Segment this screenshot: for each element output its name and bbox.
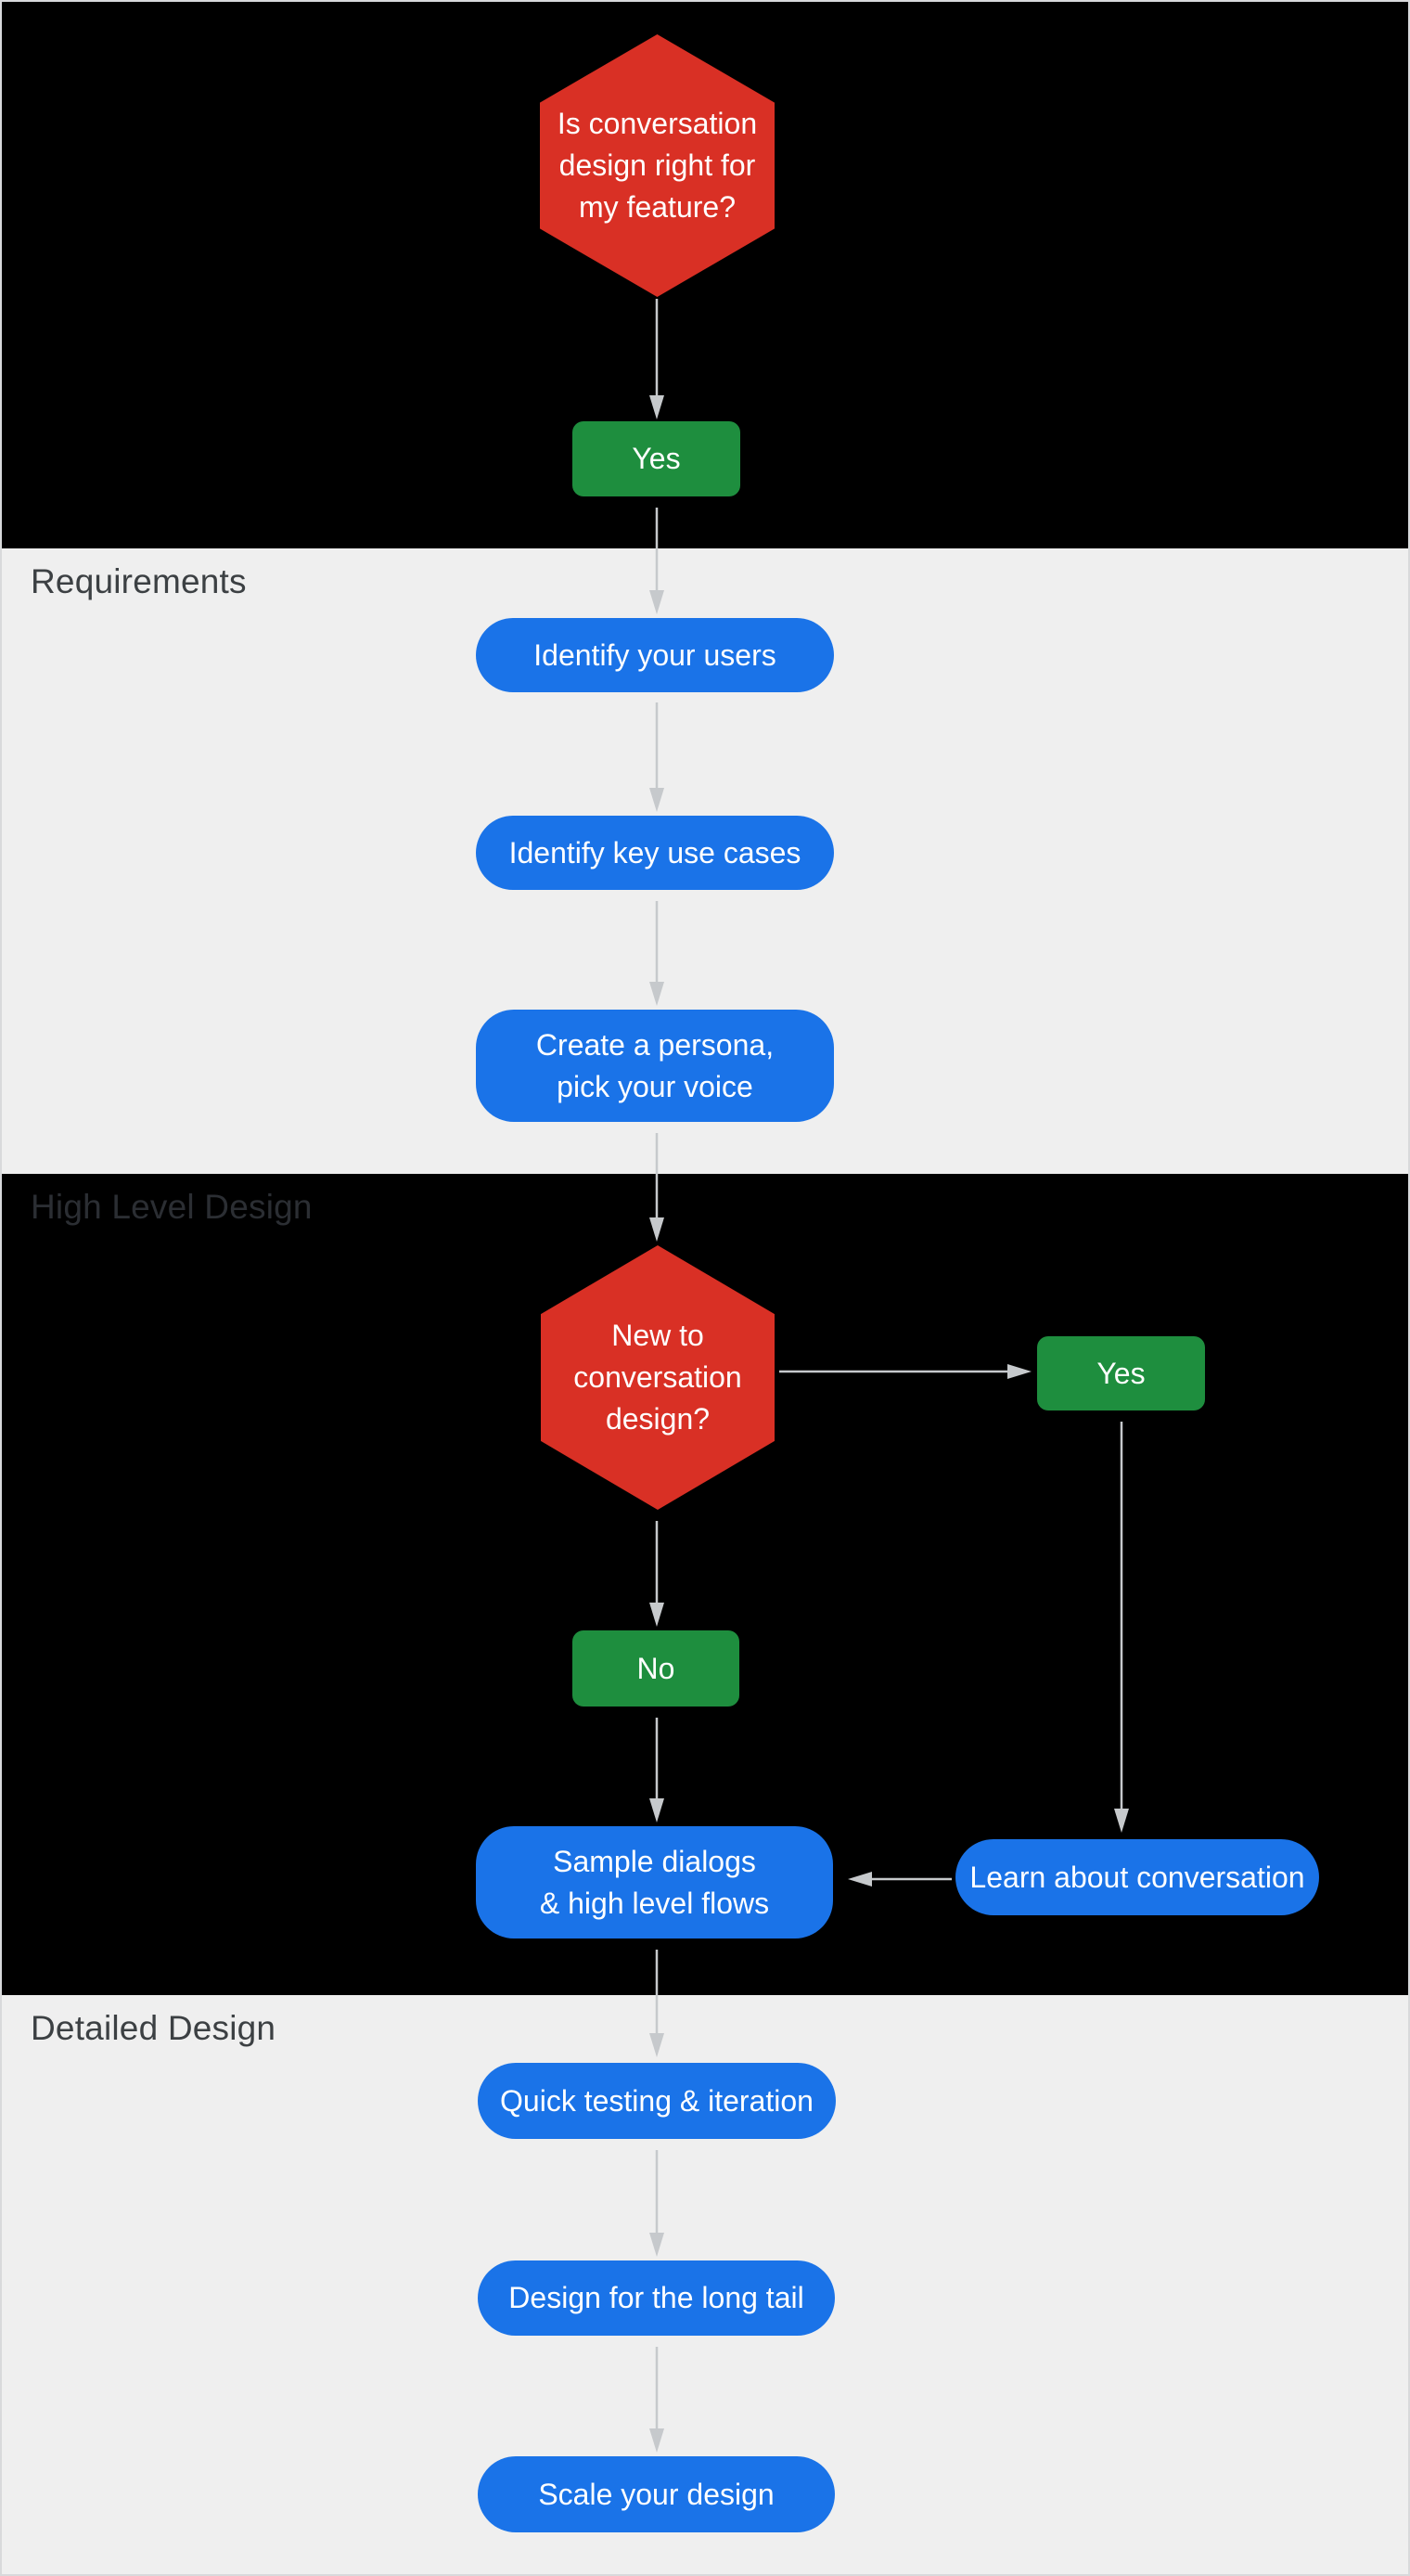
decision-text-line: my feature?	[579, 190, 736, 224]
decision-text-line: New to	[611, 1319, 704, 1352]
section-label-detailed-design: Detailed Design	[31, 2009, 276, 2047]
decision-text-line: design right for	[558, 148, 756, 182]
section-label-requirements: Requirements	[31, 562, 247, 600]
step-identify-your-users[interactable]: Identify your users	[476, 618, 834, 692]
step-text-line: Create a persona,	[535, 1027, 775, 1062]
step-text-line: & high level flows	[539, 1886, 770, 1920]
yes-button-1[interactable]: Yes	[572, 421, 740, 496]
step-create-persona-pick-voice[interactable]: Create a persona, pick your voice	[476, 1010, 834, 1122]
section-label-high-level-design: High Level Design	[31, 1188, 313, 1226]
step-text-line: Sample dialogs	[553, 1844, 756, 1878]
step-learn-about-conversation[interactable]: Learn about conversation	[955, 1839, 1319, 1915]
decision-text-line: Is conversation	[557, 107, 758, 140]
step-identify-key-use-cases[interactable]: Identify key use cases	[476, 816, 834, 890]
step-quick-testing-iteration[interactable]: Quick testing & iteration	[478, 2063, 836, 2139]
step-scale-your-design[interactable]: Scale your design	[478, 2456, 835, 2532]
decision-text-line: conversation	[573, 1360, 742, 1394]
decision-text-line: design?	[605, 1402, 711, 1436]
step-text-line: pick your voice	[557, 1069, 753, 1103]
step-sample-dialogs-high-level-flows[interactable]: Sample dialogs & high level flows	[476, 1826, 833, 1938]
yes-button-2[interactable]: Yes	[1037, 1336, 1205, 1410]
step-design-for-long-tail[interactable]: Design for the long tail	[478, 2260, 835, 2336]
no-button[interactable]: No	[572, 1630, 739, 1707]
